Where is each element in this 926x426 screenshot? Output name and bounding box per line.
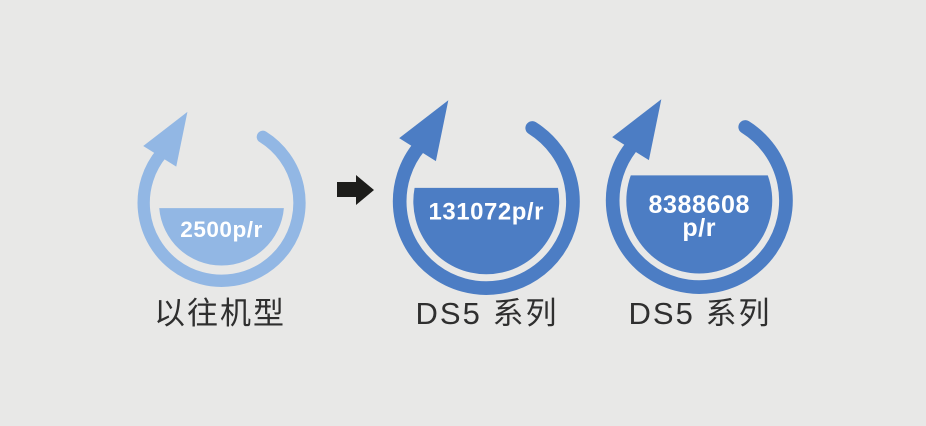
rotation-arrowhead-icon — [399, 100, 449, 162]
resolution-value-line2: p/r — [682, 214, 716, 242]
ds5-series-a-label: DS5 系列 — [415, 296, 559, 331]
transition-arrow-icon — [337, 175, 374, 205]
rotation-arrowhead-icon — [612, 99, 662, 161]
rotation-arrowhead-icon — [143, 111, 188, 167]
rotation-arrow-icon: 8388608 p/r — [605, 99, 793, 294]
ds5-series-a-icon-group: 131072p/r — [370, 67, 598, 306]
rotation-arrow-icon: 131072p/r — [392, 100, 580, 295]
rotation-ring — [392, 121, 580, 295]
previous-model-label: 以往机型 — [154, 296, 286, 331]
resolution-value-line1: 8388608 — [648, 191, 750, 219]
fill-level-bowl — [413, 187, 560, 275]
ds5-series-b-label: DS5 系列 — [628, 296, 772, 331]
right-arrow-shape — [337, 175, 374, 205]
rotation-ring — [137, 130, 306, 287]
rotation-ring — [605, 120, 793, 294]
previous-model-icon-group: 2500p/r — [117, 82, 322, 297]
fill-level-bowl — [626, 175, 773, 274]
resolution-value: 2500p/r — [180, 217, 263, 242]
ds5-series-b-icon-group: 8388608 p/r — [583, 66, 811, 305]
rotation-arrow-icon: 2500p/r — [137, 111, 306, 287]
fill-level-bowl — [159, 208, 284, 266]
resolution-value: 131072p/r — [429, 198, 545, 225]
